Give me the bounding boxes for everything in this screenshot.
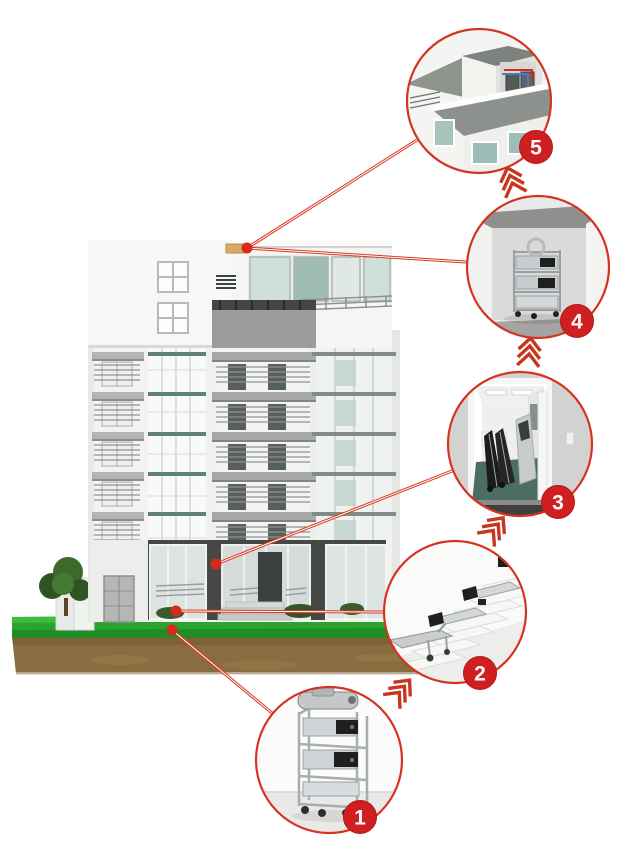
- tree-icon: [39, 557, 91, 616]
- soil-base: [12, 636, 430, 675]
- red-pipe: [504, 69, 533, 82]
- step-number-4: 4: [571, 311, 583, 334]
- chevron-step3-to-4-icon: [515, 335, 544, 369]
- callout-step-4: 4: [465, 194, 611, 340]
- loaded-cart: [504, 237, 572, 324]
- callout-3-illustration: [448, 372, 592, 516]
- rack-module: [302, 717, 358, 737]
- step-number-5: 5: [530, 137, 542, 160]
- door-panel: [537, 391, 548, 501]
- anchor-dot-floor: [210, 558, 222, 570]
- climbing-module: [462, 581, 522, 605]
- leader-line-step4: [246, 246, 467, 264]
- callout-step-2: 2: [382, 539, 528, 690]
- callout-step-1: 1: [254, 685, 404, 835]
- leader-line-step3: [215, 469, 453, 566]
- leaning-panels: [515, 413, 537, 485]
- climbing-module: [428, 607, 488, 627]
- entrance-railing: [155, 583, 307, 597]
- leader-line-step1: [171, 628, 273, 715]
- louver-vent: [216, 275, 236, 289]
- roof-hatch: [225, 243, 245, 254]
- leader-line-step5: [246, 138, 418, 250]
- callout-ring-3: [446, 370, 594, 518]
- rack-module: [302, 749, 358, 770]
- leader-lines: [166, 138, 467, 715]
- anchor-dot-roof: [241, 242, 253, 254]
- ground-floor: [90, 540, 424, 623]
- facade-pillar: [310, 348, 318, 620]
- building-illustration: [12, 240, 430, 675]
- leader-line-step2: [175, 609, 385, 614]
- folded-carts: [484, 428, 515, 492]
- terrace-pergola: [212, 300, 316, 348]
- chevron-step2-to-3-icon: [475, 509, 514, 549]
- step-badge-2: 2: [463, 656, 497, 690]
- step-badge-1: 1: [343, 800, 377, 834]
- utility-door: [103, 575, 135, 623]
- blue-pipe: [502, 73, 529, 86]
- chevron-step1-to-2-icon: [381, 671, 420, 711]
- equipment-cart: [297, 687, 369, 817]
- anchor-dot-ground: [166, 624, 178, 636]
- callout-4-illustration: [467, 196, 609, 338]
- bottom-tray: [302, 781, 360, 797]
- building-facade: [88, 240, 424, 623]
- step-badge-3: 3: [541, 485, 575, 519]
- upper-left-wall: [88, 240, 232, 348]
- small-window: [157, 261, 189, 293]
- callout-step-5: 5: [405, 27, 553, 175]
- callout-ring-1: [254, 685, 404, 835]
- step-badge-5: 5: [519, 130, 553, 164]
- callout-step-3: 3: [446, 370, 594, 519]
- callout-5-illustration: [407, 29, 551, 173]
- step-number-1: 1: [354, 807, 366, 830]
- callout-ring-5: [405, 27, 553, 175]
- small-window: [157, 302, 189, 334]
- callout-ring-2: [382, 539, 528, 685]
- callout-ring-4: [465, 194, 611, 340]
- step-badge-4: 4: [560, 304, 594, 338]
- facade-pillar: [206, 348, 216, 620]
- light-switch: [565, 431, 575, 446]
- step-number-2: 2: [474, 663, 486, 686]
- step-number-3: 3: [552, 492, 564, 515]
- anchor-dot-entrance: [170, 605, 182, 617]
